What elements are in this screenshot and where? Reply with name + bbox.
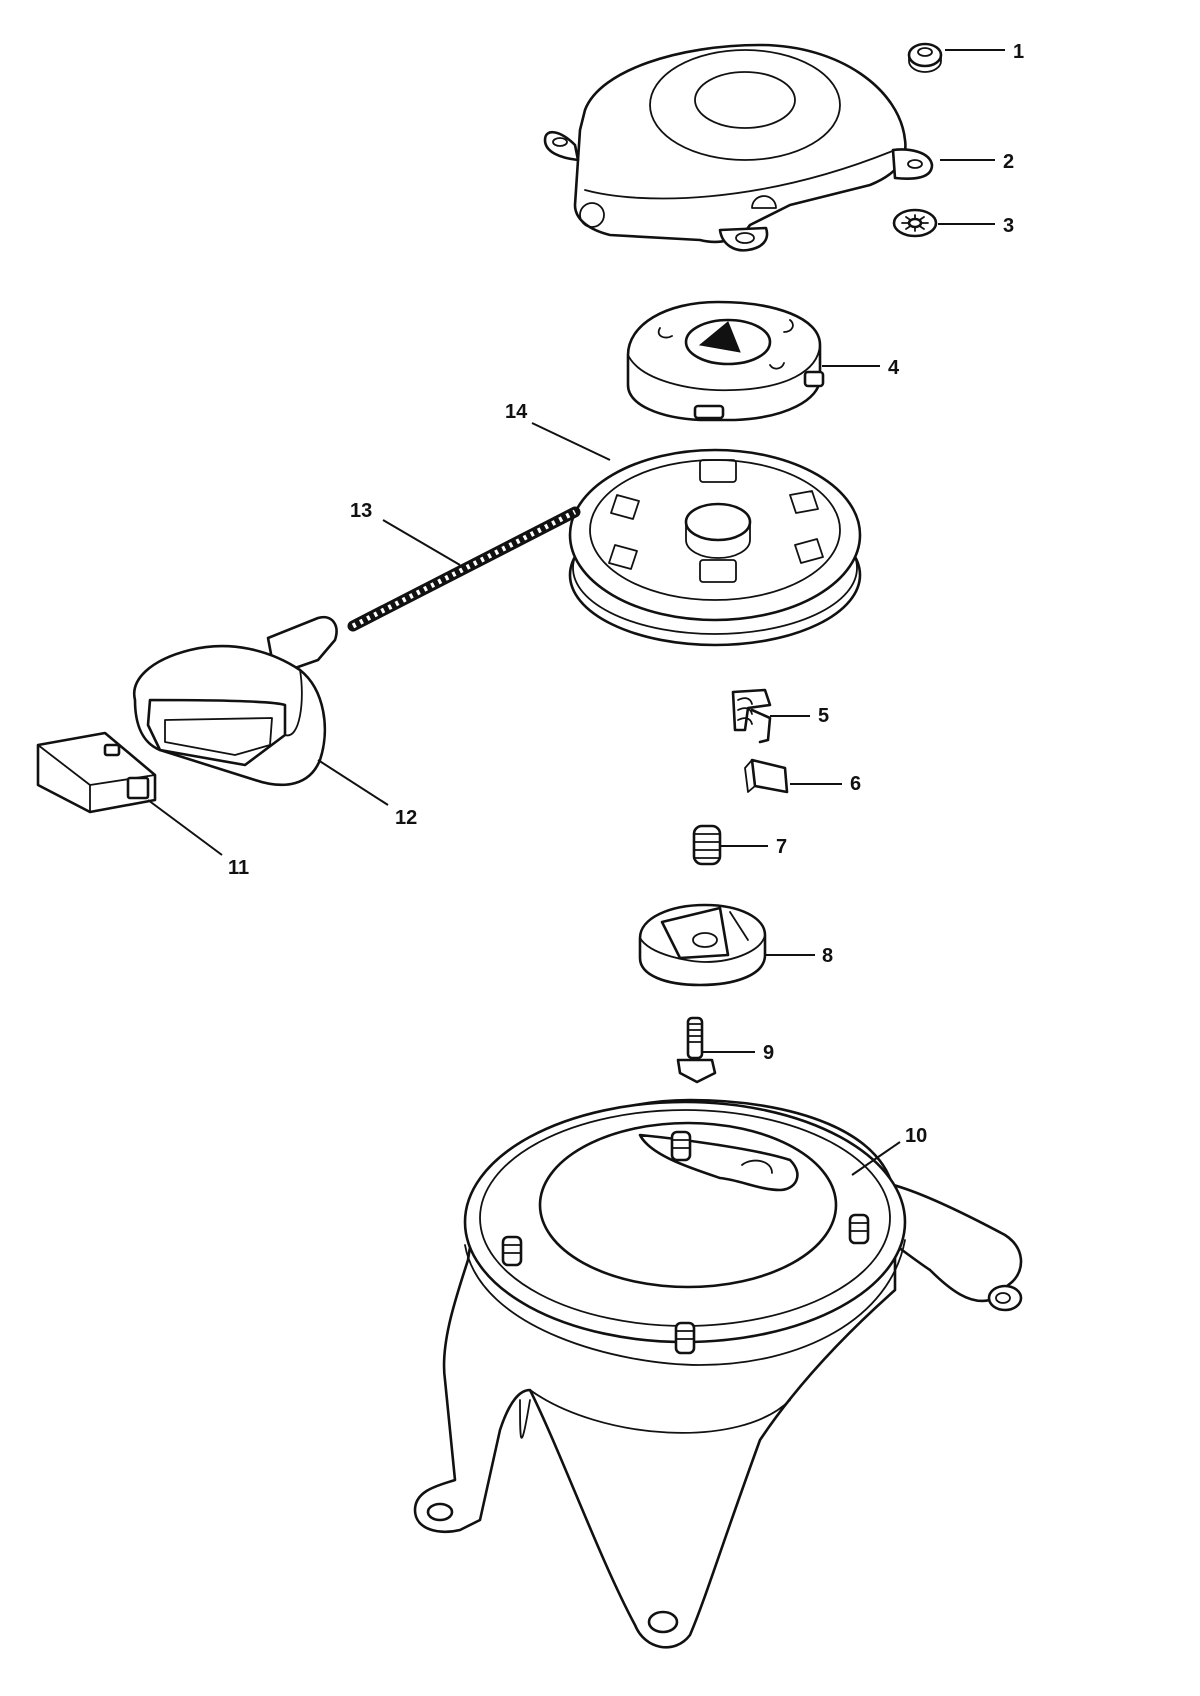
callout-4: 4 — [888, 357, 900, 379]
leader-lines — [147, 49, 1005, 1176]
part-13-rope — [347, 506, 581, 632]
callout-6: 6 — [850, 773, 861, 795]
callout-9: 9 — [763, 1042, 774, 1064]
callout-12: 12 — [395, 807, 417, 829]
callout-5: 5 — [818, 705, 829, 727]
part-6-clip — [744, 758, 789, 794]
callout-13: 13 — [350, 500, 372, 522]
part-12-handle — [132, 615, 338, 787]
part-14-pulley — [568, 448, 862, 647]
callout-10: 10 — [905, 1125, 927, 1147]
part-8-cam — [638, 903, 767, 987]
callout-1: 1 — [1013, 41, 1024, 63]
callout-14: 14 — [505, 401, 528, 423]
callout-8: 8 — [822, 945, 833, 967]
part-4-plate — [626, 300, 825, 422]
housing-studs — [501, 1130, 870, 1355]
part-2-cover — [543, 43, 934, 252]
callout-7: 7 — [776, 836, 787, 858]
callout-labels: 1 2 3 4 5 6 7 8 9 10 11 12 13 14 — [228, 41, 1024, 1147]
part-3-washer — [892, 208, 938, 238]
callout-3: 3 — [1003, 215, 1014, 237]
part-5-pawl — [731, 688, 772, 744]
part-9-bolt — [676, 1016, 717, 1084]
part-1-nut — [907, 42, 943, 73]
part-10-housing — [413, 1098, 1023, 1649]
callout-11: 11 — [228, 857, 249, 879]
part-11-insert — [36, 731, 157, 814]
callout-2: 2 — [1003, 151, 1014, 173]
part-7-spring — [692, 824, 722, 866]
